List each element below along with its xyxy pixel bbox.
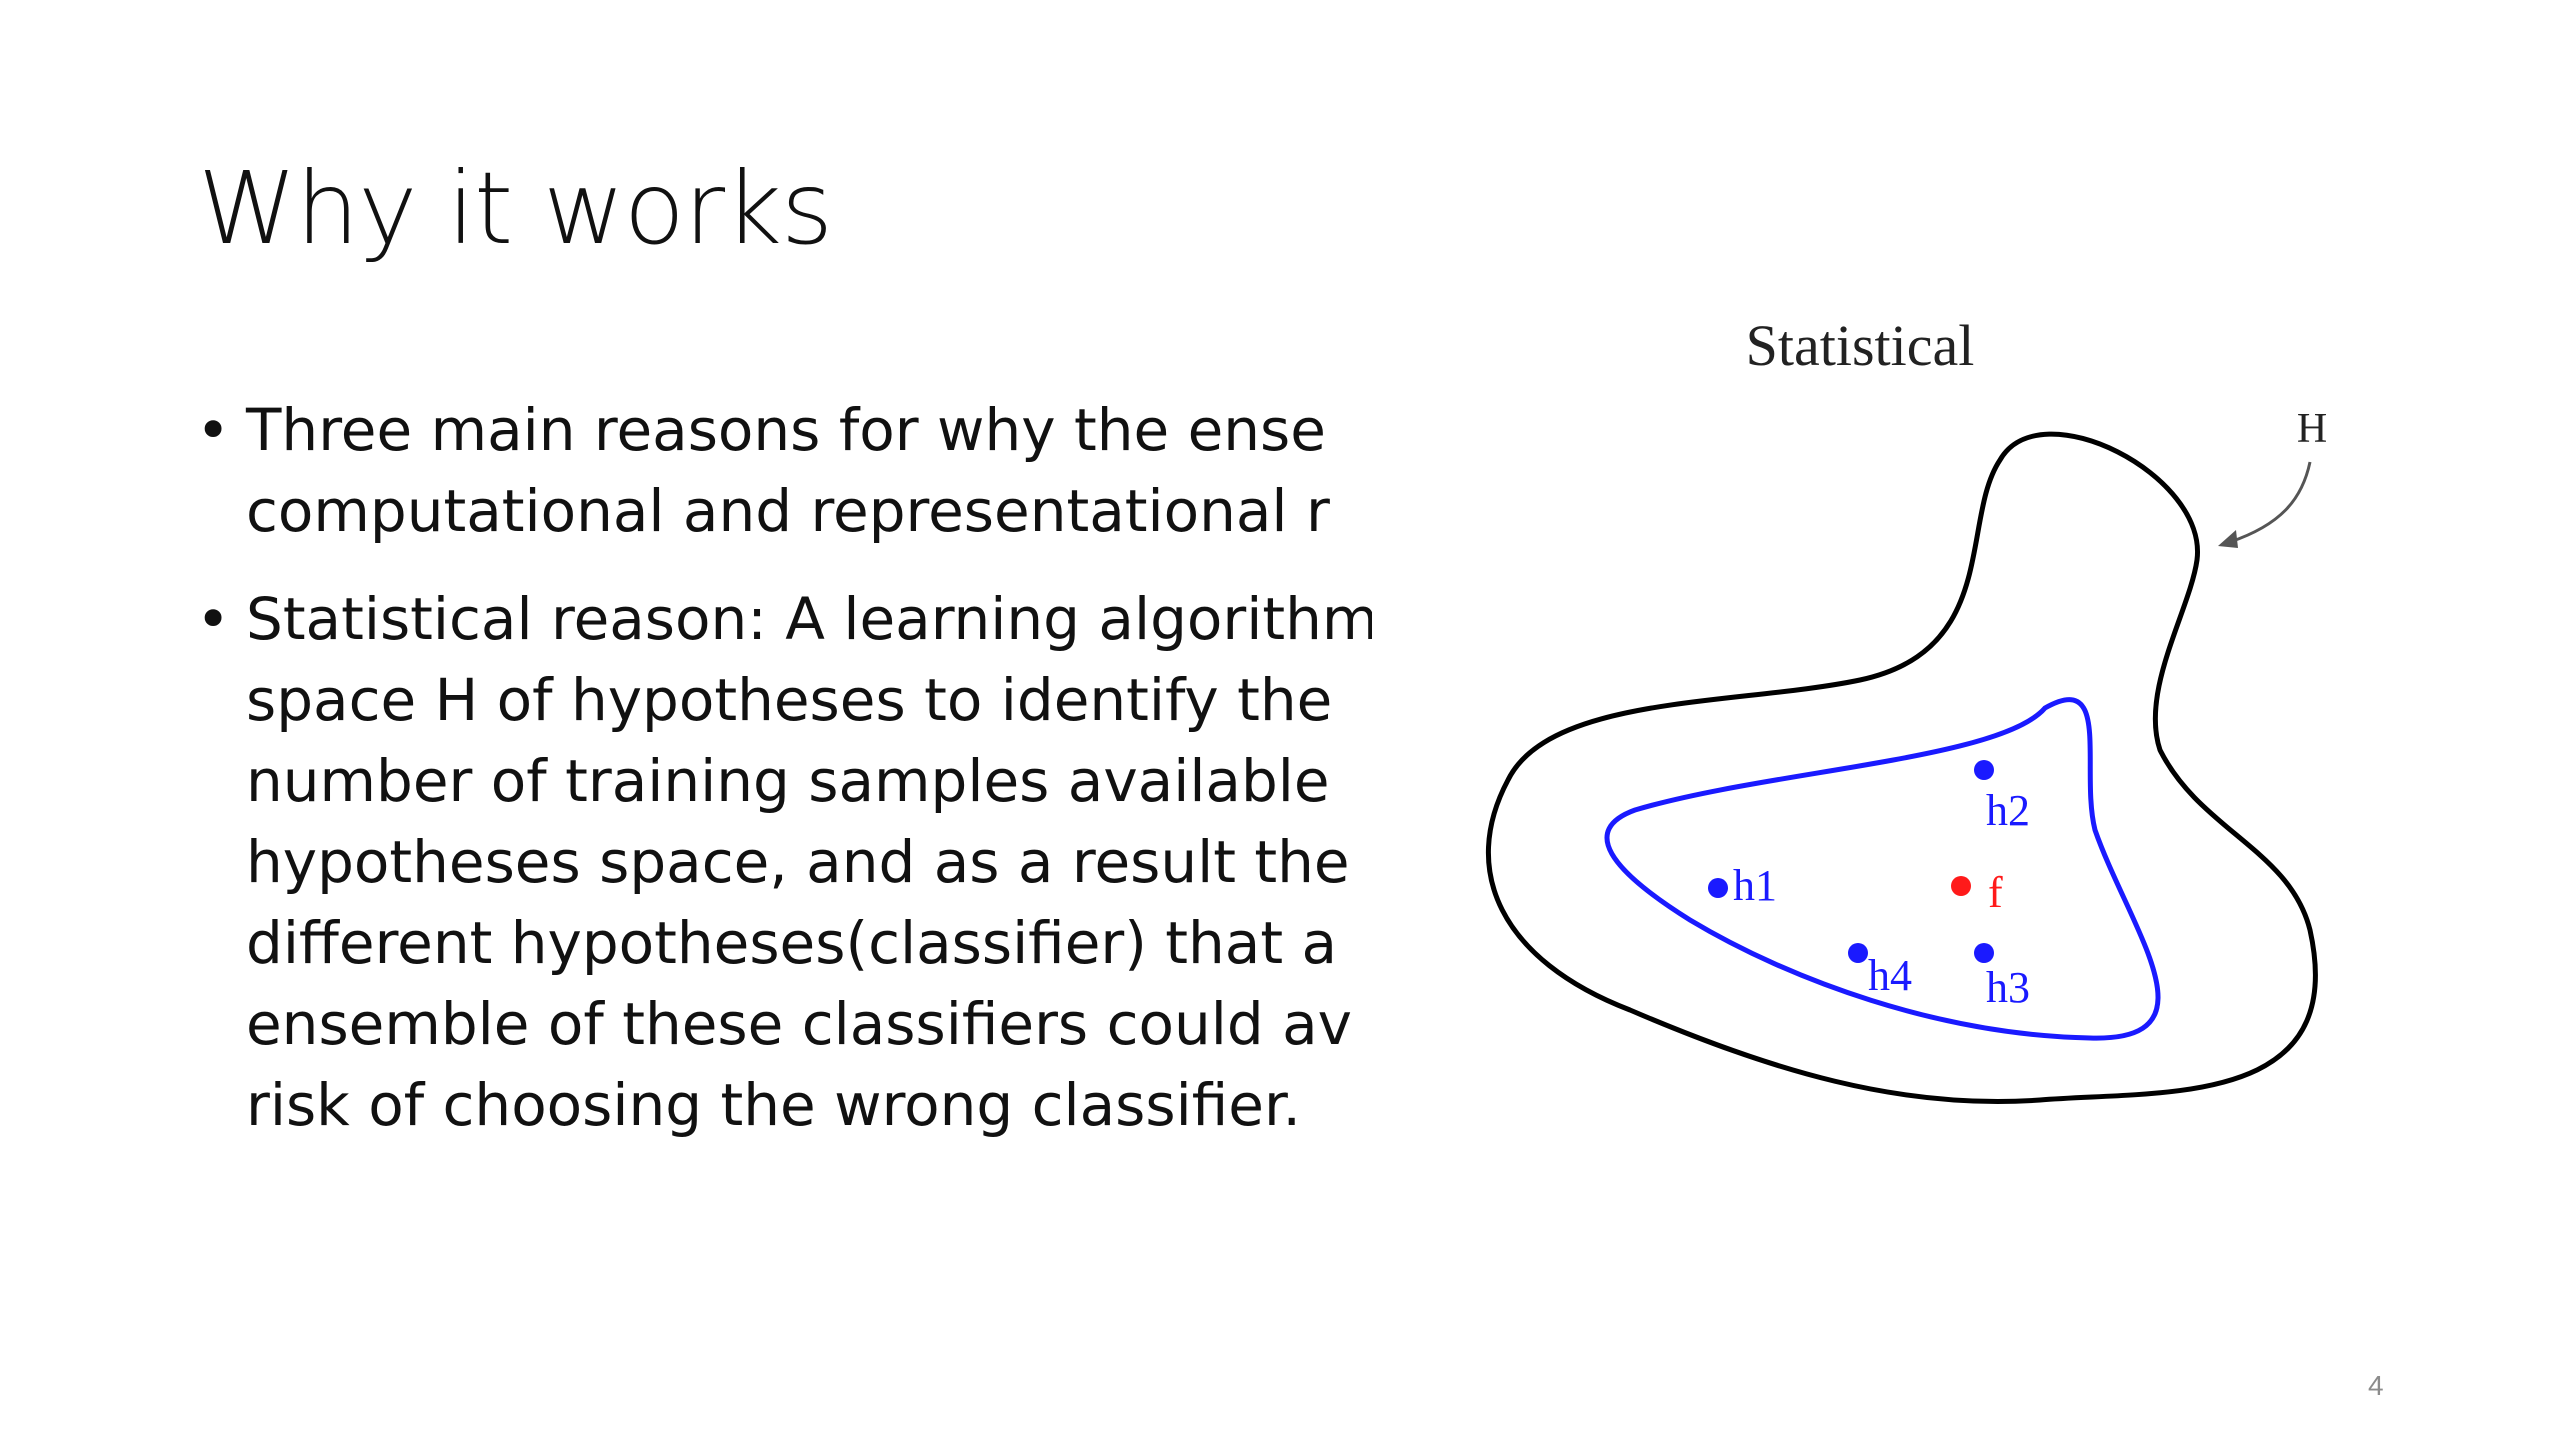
bullet-line: different hypotheses(classifier) that a xyxy=(246,909,1338,977)
hypothesis-space-outer-curve xyxy=(1485,431,2318,1105)
label-arrow-head xyxy=(2218,530,2238,548)
bullet-item: • Three main reasons for why the ense co… xyxy=(196,390,1372,552)
point-label-h1: h1 xyxy=(1733,861,1777,910)
bullet-marker: • xyxy=(196,585,231,653)
diagram-title: Statistical xyxy=(1746,313,1975,378)
point-label-f: f xyxy=(1988,868,2003,917)
statistical-diagram: Statistical H h1 h2 f h4 h3 xyxy=(1485,313,2327,1105)
bullet-line: Statistical reason: A learning algorithm xyxy=(246,585,1372,653)
bullet-line: number of training samples available xyxy=(246,747,1330,815)
bullet-line: computational and representational r xyxy=(246,477,1330,545)
bullet-line: space H of hypotheses to identify the xyxy=(246,666,1333,734)
hypothesis-space-label: H xyxy=(2297,406,2327,452)
bullet-line: Three main reasons for why the ense xyxy=(246,396,1326,464)
point-label-h2: h2 xyxy=(1986,786,2030,835)
page-number: 4 xyxy=(2368,1370,2384,1401)
point-label-h3: h3 xyxy=(1986,963,2030,1012)
bullet-marker: • xyxy=(196,396,231,464)
bullet-line: hypotheses space, and as a result the xyxy=(246,828,1350,896)
point-h2 xyxy=(1974,760,1994,780)
point-label-h4: h4 xyxy=(1868,951,1912,1000)
point-f xyxy=(1951,876,1971,896)
body-text-area: • Three main reasons for why the ense co… xyxy=(196,390,1372,1170)
bullet-line: ensemble of these classifiers could av xyxy=(246,990,1352,1058)
bullet-line: risk of choosing the wrong classifier. xyxy=(246,1071,1301,1139)
good-hypotheses-inner-curve xyxy=(1604,697,2161,1041)
label-arrow-line xyxy=(2229,461,2312,544)
bullet-list: • Three main reasons for why the ense co… xyxy=(196,390,1372,1146)
slide-title: Why it works xyxy=(198,150,833,267)
point-h3 xyxy=(1974,943,1994,963)
point-h4 xyxy=(1848,943,1868,963)
point-h1 xyxy=(1708,878,1728,898)
bullet-item: • Statistical reason: A learning algorit… xyxy=(196,579,1372,1146)
